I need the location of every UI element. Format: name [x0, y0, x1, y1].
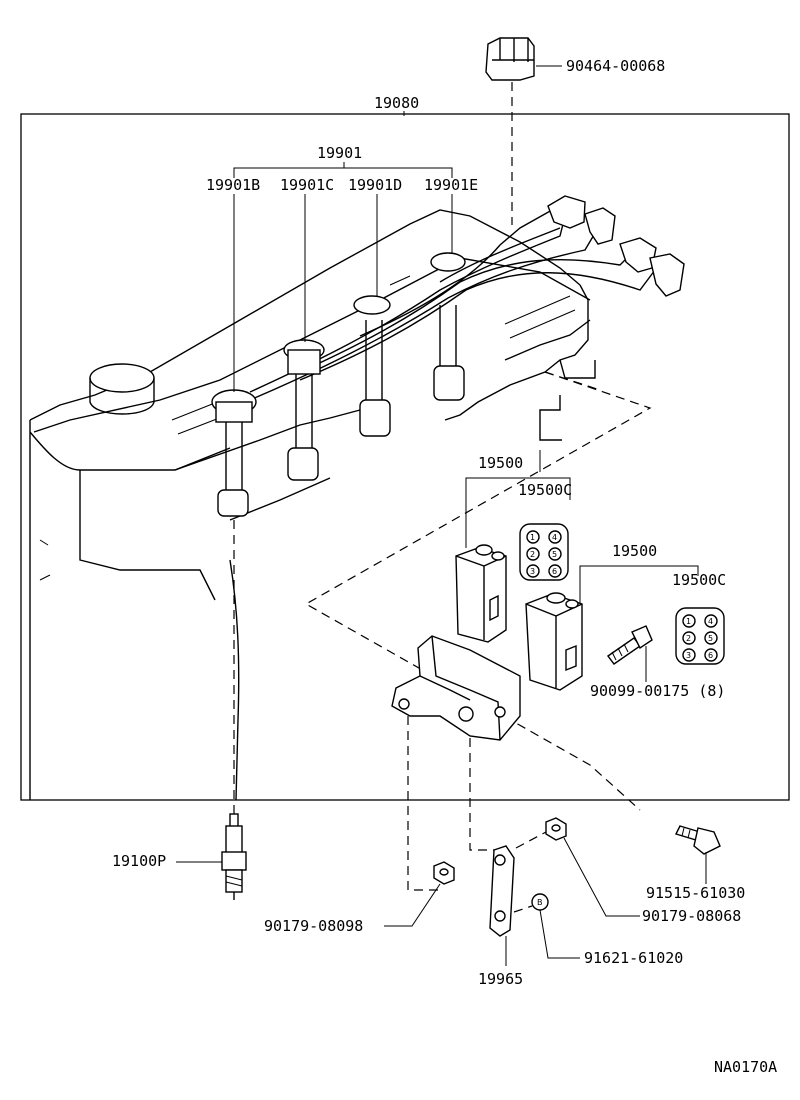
assembly-frame [20, 113, 790, 801]
label-cord-e: 19901E [424, 176, 478, 194]
nut-left [433, 861, 455, 885]
spark-plug [221, 813, 247, 900]
ignition-coil-2 [525, 592, 583, 691]
coil-1-pin-r2: 5 [552, 550, 557, 559]
label-coil-1: 19500 [478, 454, 523, 472]
label-clamp: 90464-00068 [566, 57, 665, 75]
coil-2-pin-l1: 1 [686, 617, 691, 626]
label-bracket: 19965 [478, 970, 523, 988]
cord-clamp [485, 37, 535, 225]
label-cord-d: 19901D [348, 176, 402, 194]
lower-bolt [675, 825, 721, 855]
coil-mounting-bracket [391, 635, 521, 891]
plug-boot-d [353, 295, 391, 437]
coil-1-pin-l2: 2 [530, 550, 535, 559]
coil-2-pin-connector: 1 2 3 4 5 6 [675, 607, 725, 665]
coil-2-pin-r3: 6 [708, 651, 713, 660]
label-nut-left: 90179-08098 [264, 917, 363, 935]
label-cord-set: 19080 [374, 94, 419, 112]
coil-2-pin-r1: 4 [708, 617, 713, 626]
label-coil-2: 19500 [612, 542, 657, 560]
ignition-coil-1 [455, 544, 507, 643]
label-coil-2-c: 19500C [672, 571, 726, 589]
coil-1-pin-l3: 3 [530, 567, 535, 576]
plug-boot-c [283, 339, 325, 481]
nut-right [545, 817, 567, 841]
label-cord-group: 19901 [317, 144, 362, 162]
label-lower-bolt: 91515-61030 [646, 884, 745, 902]
engine-head-drawing [29, 209, 596, 801]
coil-2-pin-l3: 3 [686, 651, 691, 660]
label-cord-b: 19901B [206, 176, 260, 194]
bracket-plate [489, 845, 515, 937]
coil-bolt [607, 625, 653, 665]
plug-boot-e [430, 252, 466, 401]
coil-1-pin-r3: 6 [552, 567, 557, 576]
coil-2-pin-r2: 5 [708, 634, 713, 643]
coil-1-pin-r1: 4 [552, 533, 557, 542]
plug-boot-b [211, 389, 257, 517]
label-coil-bolt: 90099-00175 (8) [590, 682, 725, 700]
ignition-cord-bundle [211, 195, 685, 517]
label-nut-right: 90179-08068 [642, 907, 741, 925]
label-coil-1-c: 19500C [518, 481, 572, 499]
label-circled-b: 91621-61020 [584, 949, 683, 967]
coil-1-pin-connector: 1 2 3 4 5 6 [519, 523, 569, 581]
coil-2-pin-l2: 2 [686, 634, 691, 643]
label-cord-c: 19901C [280, 176, 334, 194]
circled-b-letter: B [537, 898, 543, 907]
label-spark-plug: 19100P [112, 852, 166, 870]
coil-1-pin-l1: 1 [530, 533, 535, 542]
diagram-id: NA0170A [714, 1058, 777, 1076]
